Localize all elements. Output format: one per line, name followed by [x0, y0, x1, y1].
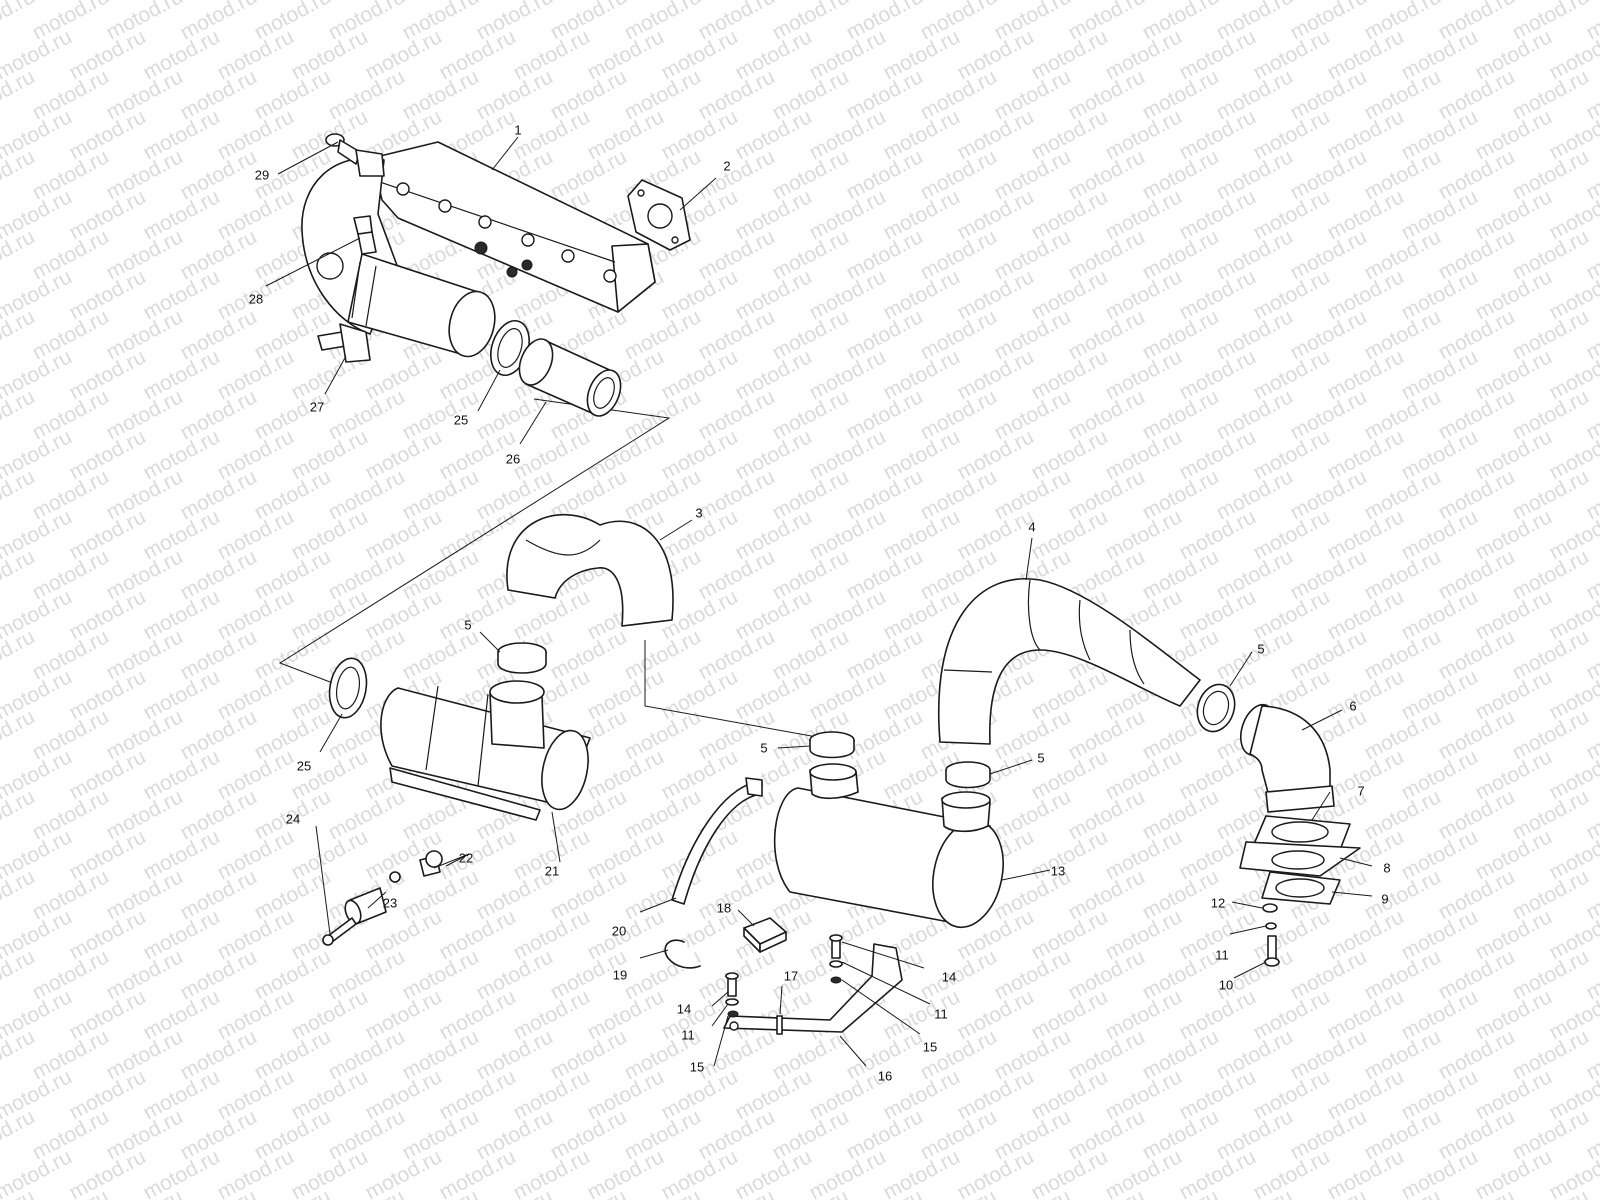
callout-5-d: 5 [1037, 750, 1044, 765]
callout-17: 17 [784, 968, 798, 983]
callout-5-a: 5 [464, 617, 471, 632]
part-15-lock-washer-center [830, 976, 842, 984]
callout-11-center: 11 [934, 1006, 948, 1021]
callout-5-b: 5 [1257, 641, 1264, 656]
callout-15-center: 15 [923, 1039, 937, 1054]
callout-1: 1 [514, 122, 521, 137]
part-11-washer-right [1265, 922, 1277, 930]
part-5-ring-c [945, 761, 991, 789]
part-18-pad [743, 917, 787, 953]
part-14-bolt-center [829, 934, 843, 959]
callout-14-center: 14 [942, 969, 956, 984]
callout-26: 26 [506, 451, 520, 466]
part-25-ring-lower [328, 657, 368, 719]
part-17-stud [776, 1015, 783, 1035]
callout-19: 19 [613, 967, 627, 982]
part-21-silencer [380, 680, 591, 821]
part-5-ring-b [809, 731, 855, 759]
callout-11-left: 11 [681, 1027, 695, 1042]
part-4-exhaust-bend [938, 578, 1201, 745]
part-22-mount-hardware [389, 850, 443, 883]
callout-25-upper: 25 [454, 412, 468, 427]
part-24-bolt [322, 917, 357, 946]
callout-10: 10 [1219, 977, 1233, 992]
callout-18: 18 [717, 900, 731, 915]
callout-28: 28 [249, 291, 263, 306]
part-29-sensor [325, 133, 385, 177]
callout-6: 6 [1349, 698, 1356, 713]
part-11-washer-center [829, 960, 843, 968]
callout-2: 2 [723, 158, 730, 173]
callout-25-lower: 25 [297, 758, 311, 773]
callout-15-left: 15 [690, 1059, 704, 1074]
part-7-flange-gasket [1253, 815, 1351, 851]
callout-20: 20 [612, 923, 626, 938]
part-9-gasket [1261, 871, 1341, 905]
part-27-fitting [317, 323, 371, 363]
leader-lines [265, 136, 1373, 1067]
callout-14-left: 14 [677, 1001, 691, 1016]
part-15-lock-washer-left [727, 1010, 739, 1018]
part-1-chamber-head [301, 157, 496, 358]
part-6-elbow [1239, 703, 1335, 813]
part-2-gasket [627, 179, 691, 251]
callout-29: 29 [255, 167, 269, 182]
callout-7: 7 [1357, 783, 1364, 798]
part-28-stud [353, 215, 377, 255]
callout-11-right: 11 [1215, 947, 1229, 962]
part-11-washer-left [725, 998, 739, 1006]
callout-21: 21 [545, 863, 559, 878]
part-5-ring-a [497, 642, 547, 674]
part-14-bolt-left [725, 972, 739, 997]
part-26-sleeve [518, 338, 622, 417]
callout-5-c: 5 [760, 740, 767, 755]
part-5-ring-d [1196, 683, 1236, 733]
callout-8: 8 [1383, 860, 1390, 875]
callout-4: 4 [1028, 519, 1035, 534]
callout-23: 23 [383, 895, 397, 910]
callout-3: 3 [695, 505, 702, 520]
part-8-flange-plate [1239, 841, 1361, 877]
callout-13: 13 [1051, 863, 1065, 878]
callout-12: 12 [1211, 895, 1225, 910]
part-20-strap [671, 777, 763, 905]
part-1-exhaust-manifold [371, 141, 656, 313]
callout-24: 24 [286, 811, 300, 826]
part-10-bolt [1264, 935, 1280, 967]
callout-9: 9 [1381, 891, 1388, 906]
part-3-u-pipe [506, 513, 674, 627]
callout-27: 27 [310, 399, 324, 414]
callout-labels: 1 2 29 28 27 25 26 3 5 25 22 24 23 21 4 … [249, 122, 1391, 1083]
part-23-rubber-mount [344, 887, 387, 925]
part-12-nut [1262, 903, 1278, 913]
part-13-muffler [773, 763, 1004, 929]
part-16-bracket [723, 943, 903, 1033]
callout-16: 16 [878, 1068, 892, 1083]
callout-22: 22 [459, 850, 473, 865]
part-19-clip [664, 939, 701, 969]
